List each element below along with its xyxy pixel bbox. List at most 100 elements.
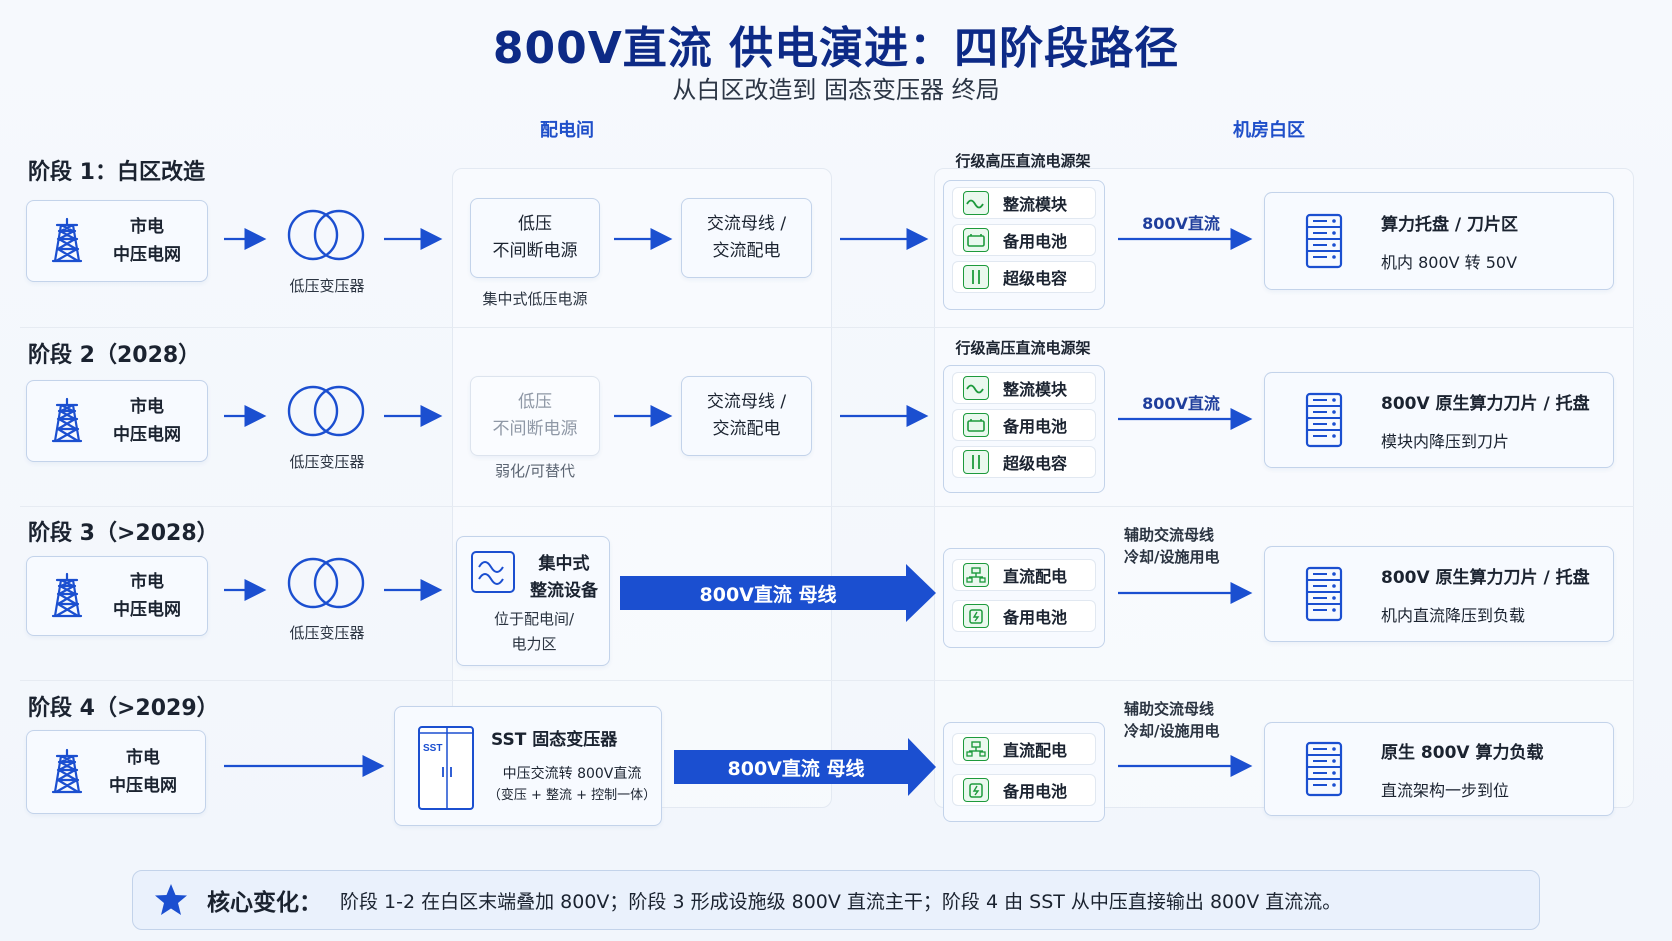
sst-card: SST SST 固态变压器 中压交流转 800V直流 （变压 + 整流 + 控制… xyxy=(394,706,662,826)
rack-item: 备用电池 xyxy=(952,409,1096,441)
dc-bus-label: 800V直流 母线 xyxy=(699,583,837,606)
rack-item-label: 超级电容 xyxy=(1003,269,1068,288)
server-rack-icon xyxy=(1305,392,1343,448)
ac-bus-line2: 交流配电 xyxy=(712,419,781,439)
ups-card: 低压 不间断电源 xyxy=(470,198,600,278)
ups-label-line1: 低压 xyxy=(518,392,552,412)
grid-label-line2: 中压电网 xyxy=(109,776,177,796)
sst-badge: SST xyxy=(423,743,442,754)
ups-caption: 弱化/可替代 xyxy=(494,462,576,480)
load-subtitle: 机内 800V 转 50V xyxy=(1381,252,1518,272)
core-change-label: 核心变化： xyxy=(207,890,322,916)
zone-label-white-space: 机房白区 xyxy=(1233,120,1305,141)
server-rack-icon xyxy=(1305,213,1343,269)
aux-ac-label: 辅助交流母线 冷却/设施用电 xyxy=(1124,698,1264,742)
rack-item: 备用电池 xyxy=(952,224,1096,256)
load-subtitle: 模块内降压到刀片 xyxy=(1381,431,1510,451)
page-title: 800V直流 供电演进：四阶段路径 xyxy=(492,23,1180,74)
server-rack-icon xyxy=(1305,566,1343,622)
power-tower-icon xyxy=(51,217,83,263)
load-title: 800V 原生算力刀片 / 托盘 xyxy=(1381,393,1590,414)
sst-cabinet-icon: SST xyxy=(418,726,474,810)
rack-item-label: 整流模块 xyxy=(1003,380,1068,399)
ac-bus-line1: 交流母线 / xyxy=(706,214,787,234)
battery-bolt-icon xyxy=(963,604,989,628)
server-rack-icon xyxy=(1305,741,1343,797)
core-change-banner: 核心变化： 阶段 1-2 在白区末端叠加 800V；阶段 3 形成设施级 800… xyxy=(132,870,1540,930)
aux-ac-label: 辅助交流母线 冷却/设施用电 xyxy=(1124,524,1264,568)
grid-source-card: 市电 中压电网 xyxy=(26,380,208,462)
power-tower-icon xyxy=(51,397,83,443)
grid-source-card: 市电 中压电网 xyxy=(26,730,206,814)
battery-bolt-icon xyxy=(963,778,989,802)
rack-item-label: 备用电池 xyxy=(1003,232,1068,251)
rack-item: 直流配电 xyxy=(952,559,1096,591)
ups-card-faded: 低压 不间断电源 xyxy=(470,376,600,456)
rectifier-caption-line1: 位于配电间/ xyxy=(493,610,575,628)
dc-bus-arrow-shape xyxy=(674,738,936,796)
compute-load-card: 算力托盘 / 刀片区 机内 800V 转 50V xyxy=(1264,192,1614,290)
transformer-icon xyxy=(287,209,365,261)
aux-ac-label-line1: 辅助交流母线 xyxy=(1124,526,1215,544)
rack-title: 行级高压直流电源架 xyxy=(955,152,1091,170)
capacitor-icon xyxy=(963,265,989,289)
dc-link-label: 800V直流 xyxy=(1142,214,1220,233)
rack-item-label: 整流模块 xyxy=(1003,195,1068,214)
capacitor-icon xyxy=(963,450,989,474)
rack-item: 备用电池 xyxy=(952,774,1096,806)
load-title: 原生 800V 算力负载 xyxy=(1381,742,1544,763)
rack-item-label: 直流配电 xyxy=(1003,741,1068,760)
load-title: 算力托盘 / 刀片区 xyxy=(1381,214,1519,235)
rectifier-wave-icon xyxy=(471,551,515,593)
dc-power-rack: 直流配电 备用电池 xyxy=(943,548,1105,648)
aux-ac-label-line1: 辅助交流母线 xyxy=(1124,700,1215,718)
sst-title: SST 固态变压器 xyxy=(491,730,618,750)
dc-bus-arrow-shape xyxy=(620,564,936,622)
grid-source-card: 市电 中压电网 xyxy=(26,200,208,282)
dc-bus-label: 800V直流 母线 xyxy=(727,757,865,780)
ac-bus-card: 交流母线 / 交流配电 xyxy=(681,376,812,456)
ups-caption: 集中式低压电源 xyxy=(482,290,588,308)
battery-icon xyxy=(963,413,989,437)
transformer-label: 低压变压器 xyxy=(289,624,365,642)
rack-item: 超级电容 xyxy=(952,446,1096,478)
battery-icon xyxy=(963,228,989,252)
load-subtitle: 机内直流降压到负载 xyxy=(1381,605,1526,625)
grid-label-line2: 中压电网 xyxy=(113,600,181,620)
rectifier-label-line2: 整流设备 xyxy=(530,581,598,601)
load-subtitle: 直流架构一步到位 xyxy=(1381,780,1510,800)
rack-item-label: 备用电池 xyxy=(1003,417,1068,436)
grid-source-card: 市电 中压电网 xyxy=(26,556,208,636)
compute-load-card: 800V 原生算力刀片 / 托盘 模块内降压到刀片 xyxy=(1264,372,1614,468)
dc-distribution-icon xyxy=(963,563,989,587)
grid-label-line2: 中压电网 xyxy=(113,245,181,265)
row-divider xyxy=(20,506,1634,507)
page-subtitle: 从白区改造到 固态变压器 终局 xyxy=(672,76,1000,104)
grid-label-line2: 中压电网 xyxy=(113,425,181,445)
transformer-icon xyxy=(287,557,365,609)
rack-item-label: 备用电池 xyxy=(1003,608,1068,627)
compute-load-card: 800V 原生算力刀片 / 托盘 机内直流降压到负载 xyxy=(1264,546,1614,642)
rack-item: 整流模块 xyxy=(952,187,1096,219)
aux-ac-label-line2: 冷却/设施用电 xyxy=(1124,722,1220,740)
power-tower-icon xyxy=(51,572,83,618)
rectifier-label-line1: 集中式 xyxy=(538,554,590,574)
stage-2-title: 阶段 2（2028） xyxy=(28,343,201,368)
stage-3-title: 阶段 3（>2028） xyxy=(28,521,219,546)
transformer-label: 低压变压器 xyxy=(289,453,365,471)
compute-load-card: 原生 800V 算力负载 直流架构一步到位 xyxy=(1264,722,1614,816)
ac-bus-line1: 交流母线 / xyxy=(706,392,787,412)
row-divider xyxy=(20,680,1634,681)
rectifier-card: 集中式 整流设备 位于配电间/ 电力区 xyxy=(456,536,610,666)
rack-item-label: 超级电容 xyxy=(1003,454,1068,473)
transformer-icon xyxy=(287,385,365,437)
rack-item: 整流模块 xyxy=(952,372,1096,404)
dc-power-rack: 整流模块 备用电池 超级电容 xyxy=(943,365,1105,493)
rectifier-wave-icon xyxy=(963,191,989,215)
rectifier-wave-icon xyxy=(963,376,989,400)
load-title: 800V 原生算力刀片 / 托盘 xyxy=(1381,567,1590,588)
stage-4-title: 阶段 4（>2029） xyxy=(28,696,219,721)
grid-label-line1: 市电 xyxy=(130,397,164,417)
rack-item-label: 备用电池 xyxy=(1003,782,1068,801)
